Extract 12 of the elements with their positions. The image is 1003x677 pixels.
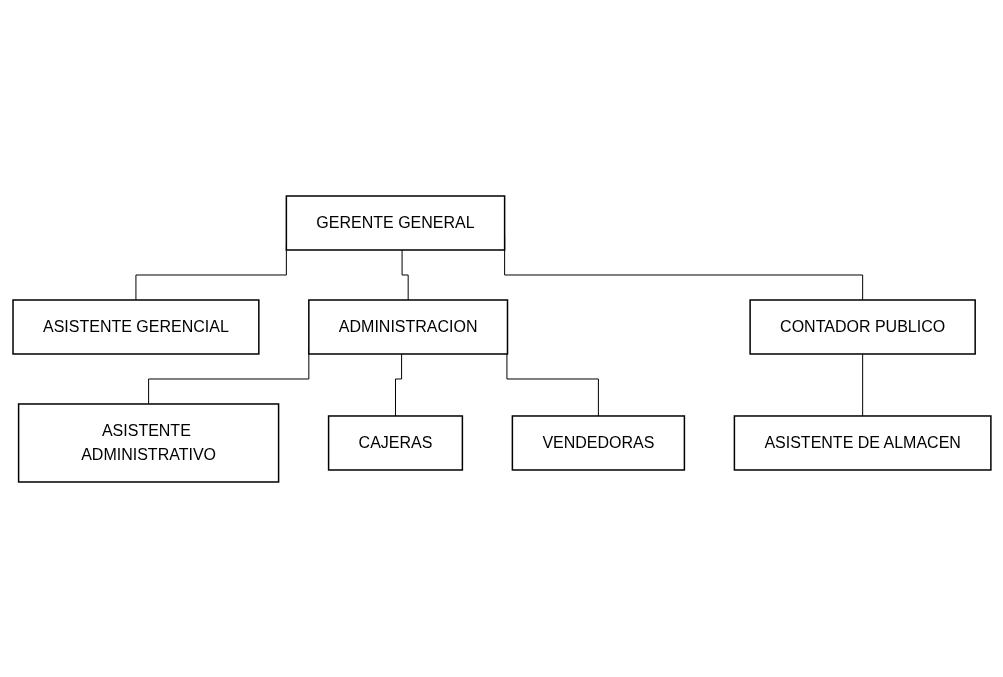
- node-box: ASISTENTE DE ALMACEN: [733, 414, 992, 471]
- node-box: GERENTE GENERAL: [285, 194, 505, 251]
- node-box: CONTADOR PUBLICO: [748, 298, 976, 355]
- connector: [506, 353, 599, 416]
- node-box: ADMINISTRACION: [307, 298, 508, 355]
- node-box: ASISTENTE ADMINISTRATIVO: [17, 402, 279, 483]
- connector: [394, 353, 402, 416]
- node-box: ASISTENTE GERENCIAL: [11, 298, 260, 355]
- connector: [401, 249, 409, 300]
- node-box: CAJERAS: [327, 414, 463, 471]
- node-box: VENDEDORAS: [511, 414, 685, 471]
- connector: [861, 353, 863, 416]
